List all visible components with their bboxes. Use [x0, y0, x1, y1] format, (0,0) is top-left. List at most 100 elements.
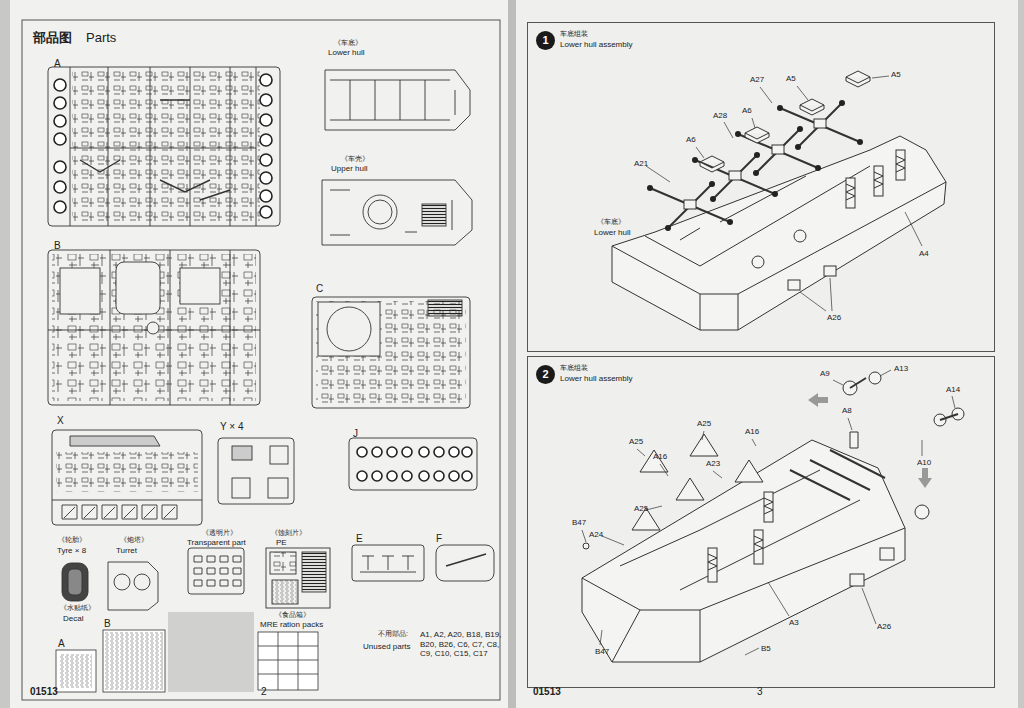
- illustration-part: [62, 545, 494, 610]
- step-heading: Lower hull assembly: [560, 374, 632, 383]
- illustration-part: [260, 172, 272, 184]
- illustration-part: [508, 0, 516, 708]
- illustration-part: [815, 165, 821, 171]
- callout-number: A6: [742, 106, 752, 116]
- illustration-part: [188, 548, 244, 594]
- illustration-part: [700, 156, 724, 172]
- illustration-part: [268, 478, 288, 498]
- part-label: B: [104, 618, 111, 630]
- illustration-part: [68, 569, 82, 595]
- part-label: C: [316, 283, 323, 295]
- illustration-part: [322, 70, 472, 245]
- illustration-part: [446, 554, 486, 566]
- illustration-part: [808, 393, 932, 488]
- callout-number: A8: [842, 406, 852, 416]
- callout-number: A25: [697, 419, 711, 429]
- illustration-part: [612, 71, 946, 330]
- illustration-part: [800, 99, 824, 115]
- part-label: Tyre × 8: [57, 546, 86, 556]
- illustration-part: [260, 154, 272, 166]
- illustration-part: [260, 94, 272, 106]
- callout-number: A21: [634, 159, 648, 169]
- step-heading: 车底组装: [560, 364, 588, 372]
- illustration-part: [582, 76, 955, 655]
- illustration-part: [270, 552, 296, 574]
- illustration-part: [918, 468, 932, 488]
- illustration-part: [754, 152, 760, 158]
- illustration-part: [772, 191, 778, 197]
- illustration-part: [869, 372, 881, 384]
- illustration-part: [428, 300, 462, 316]
- illustration-part: [54, 97, 66, 109]
- part-label: 《车壳》: [341, 155, 369, 163]
- illustration-part: [363, 195, 397, 229]
- illustration-part: [72, 70, 260, 223]
- callout-number: B5: [761, 644, 771, 654]
- illustration-part: [116, 262, 160, 314]
- illustration-part: [302, 552, 326, 592]
- illustration-part: [387, 447, 397, 457]
- part-label: Parts: [86, 30, 116, 46]
- illustration-part: [449, 471, 459, 481]
- illustration-part: [794, 230, 806, 242]
- illustration-part: [330, 190, 452, 235]
- illustration-part: [665, 225, 671, 231]
- illustration-part: [940, 414, 958, 420]
- illustration-part: [422, 204, 446, 226]
- step-number-text: 1: [542, 35, 548, 46]
- part-label: 2: [261, 686, 267, 698]
- illustration-part: [790, 450, 885, 500]
- callout-number: A26: [827, 313, 841, 323]
- illustration-part: [708, 498, 773, 570]
- illustration-part: [322, 180, 472, 245]
- part-label: F: [436, 533, 442, 545]
- illustration-part: [850, 432, 858, 448]
- illustration-part: [258, 632, 318, 690]
- callout-number: A10: [917, 458, 931, 468]
- callout-number: A5: [786, 74, 796, 84]
- illustration-part: [260, 190, 272, 202]
- part-label: A: [58, 638, 65, 650]
- illustration-part: [857, 139, 863, 145]
- illustration-part: [62, 563, 88, 601]
- illustration-part: [218, 438, 294, 504]
- illustration-part: [612, 182, 946, 330]
- part-label: Turret: [116, 546, 137, 556]
- illustration-part: [372, 471, 382, 481]
- illustration-part: [846, 156, 905, 200]
- callout-number: A28: [713, 111, 727, 121]
- callout-number: A9: [820, 369, 830, 379]
- illustration-part: [266, 548, 330, 608]
- illustration-part: [194, 556, 241, 586]
- illustration-part: [272, 580, 298, 604]
- illustration-part: [105, 632, 163, 690]
- illustration-part: [360, 556, 416, 572]
- illustration-part: [54, 201, 66, 213]
- illustration-part: [824, 266, 836, 276]
- callout-number: A16: [653, 452, 667, 462]
- illustration-part: [915, 505, 929, 519]
- part-label: 《轮胎》: [58, 536, 86, 544]
- illustration-part: [434, 471, 444, 481]
- callout-number: B47: [595, 647, 609, 657]
- part-label: J: [353, 428, 358, 440]
- illustration-part: [419, 471, 429, 481]
- part-label: 部品图: [33, 30, 72, 46]
- illustration-part: [52, 254, 256, 401]
- illustration-part: [735, 131, 741, 137]
- illustration-part: [612, 136, 946, 330]
- illustration-part: [372, 447, 382, 457]
- part-label: X: [57, 415, 64, 427]
- illustration-part: [54, 181, 66, 193]
- part-label: 《透明片》: [202, 529, 237, 537]
- illustration-part: [232, 446, 252, 460]
- illustration-part: [80, 100, 230, 200]
- illustration-part: [850, 574, 864, 586]
- illustration-part: [52, 430, 477, 525]
- illustration-part: [710, 196, 716, 202]
- illustration-part: [312, 297, 470, 408]
- illustration-part: [583, 543, 589, 549]
- illustration-part: [260, 74, 272, 86]
- step-panel: 车底组装Lower hull assembly2: [527, 356, 995, 688]
